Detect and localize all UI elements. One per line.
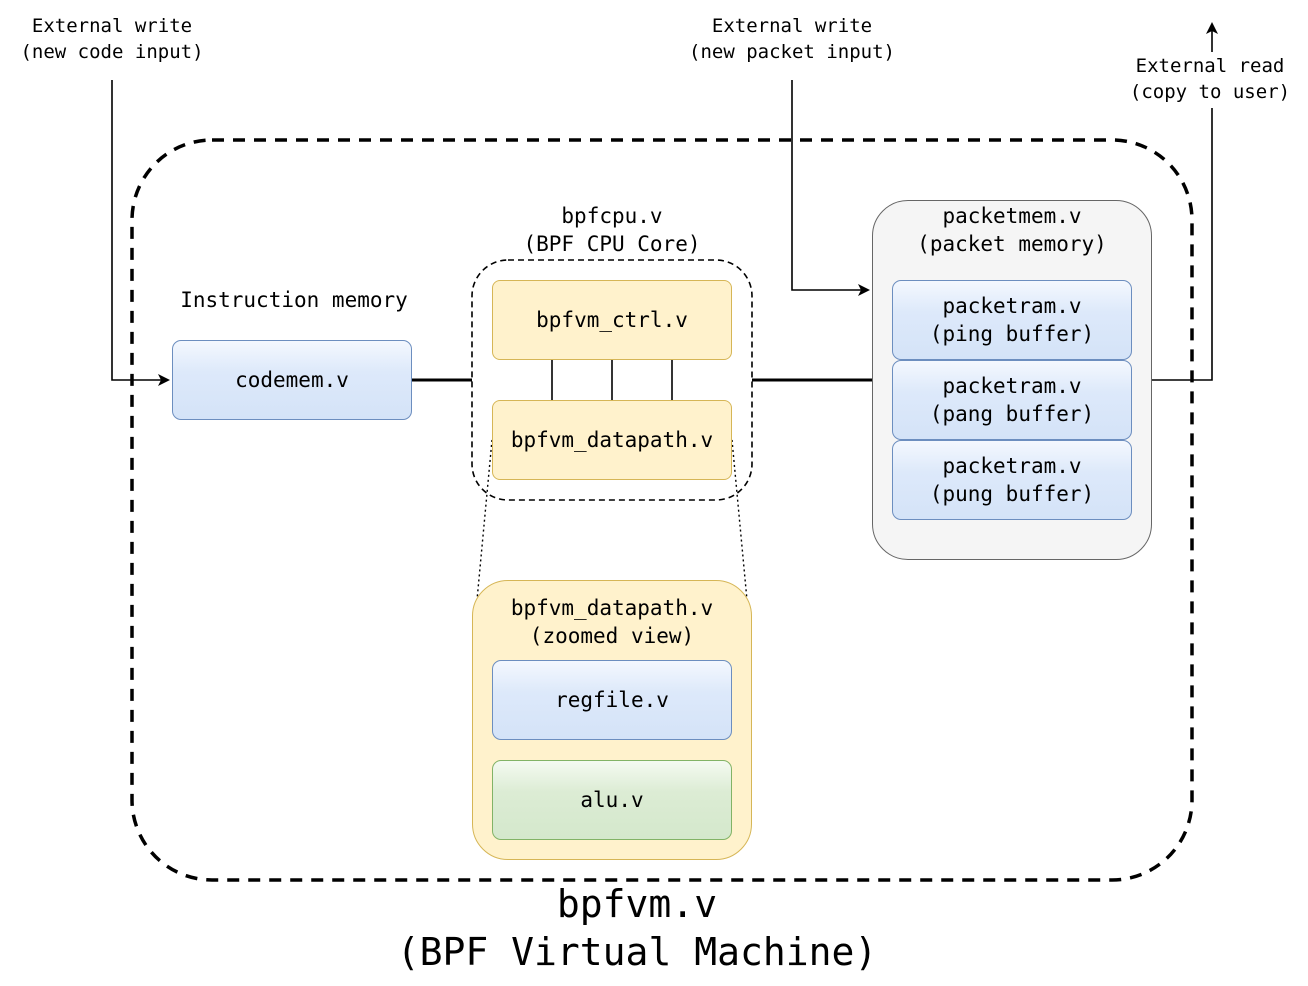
packetram-pang-block[interactable]: packetram.v (pang buffer) — [892, 360, 1132, 440]
regfile-block[interactable]: regfile.v — [492, 660, 732, 740]
bpfvm-ctrl-block[interactable]: bpfvm_ctrl.v — [492, 280, 732, 360]
packetram-ping-block[interactable]: packetram.v (ping buffer) — [892, 280, 1132, 360]
codemem-block[interactable]: codemem.v — [172, 340, 412, 420]
bpfvm-boundary — [130, 138, 1194, 882]
external-write-code-label: External write (new code input) — [20, 15, 204, 63]
external-write-packet-label: External write (new packet input) — [689, 15, 895, 63]
packetram-pung-block[interactable]: packetram.v (pung buffer) — [892, 440, 1132, 520]
alu-block[interactable]: alu.v — [492, 760, 732, 840]
bpfcpu-boundary — [471, 259, 753, 501]
datapath-zoom-label: bpfvm_datapath.v (zoomed view) — [510, 596, 714, 648]
zoom-line-right — [731, 439, 748, 601]
read-output-line — [1152, 108, 1213, 381]
instruction-memory-label: Instruction memory — [180, 288, 408, 312]
bpfcpu-label: bpfcpu.v (BPF CPU Core) — [523, 204, 701, 256]
packet-input-arrow — [791, 80, 870, 296]
external-read-label: External read (copy to user) — [1112, 52, 1308, 106]
packetmem-label: packetmem.v (packet memory) — [917, 204, 1107, 256]
bpfvm-title: bpfvm.v (BPF Virtual Machine) — [396, 882, 878, 974]
bpfvm-datapath-block[interactable]: bpfvm_datapath.v — [492, 400, 732, 480]
zoom-line-left — [476, 439, 493, 601]
code-input-arrow — [111, 80, 170, 386]
